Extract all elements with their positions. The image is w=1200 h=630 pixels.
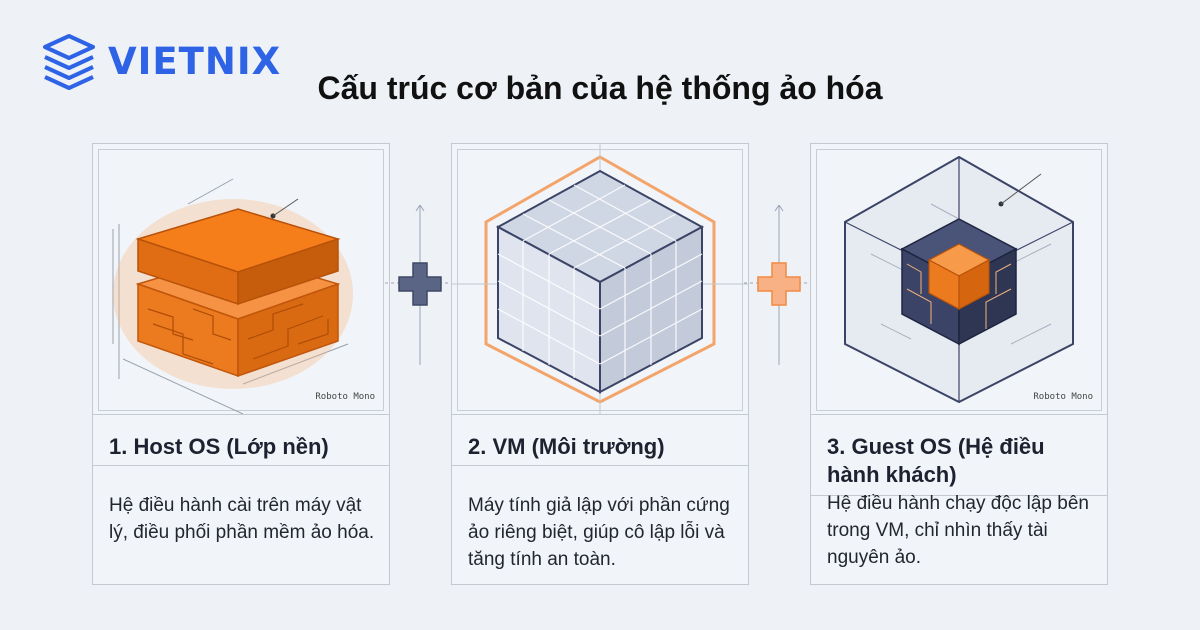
card-host-os: Roboto Mono 1. Host OS (Lớp nền) Hệ điều… xyxy=(92,143,390,585)
page-title: Cấu trúc cơ bản của hệ thống ảo hóa xyxy=(317,70,883,106)
wireframe-cube-icon xyxy=(452,144,748,414)
card-header: 1. Host OS (Lớp nền) xyxy=(93,414,389,466)
card-description: Máy tính giả lập với phần cứng ảo riêng … xyxy=(468,495,730,570)
card-illustration: Roboto Mono xyxy=(93,144,389,414)
orange-layered-blocks-icon xyxy=(112,178,353,414)
card-guest-os: Roboto Mono 3. Guest OS (Hệ điều hành kh… xyxy=(810,143,1108,585)
card-description: Hệ điều hành chạy độc lập bên trong VM, … xyxy=(827,493,1089,568)
plus-icon xyxy=(385,205,455,365)
card-header: 3. Guest OS (Hệ điều hành khách) xyxy=(811,414,1107,496)
cube-in-cube-icon xyxy=(844,155,1074,404)
card-illustration: Roboto Mono xyxy=(811,144,1107,414)
card-header: 2. VM (Môi trường) xyxy=(452,414,748,466)
card-title: 3. Guest OS (Hệ điều hành khách) xyxy=(827,434,1045,487)
illustration-frame xyxy=(816,149,1102,411)
card-title: 1. Host OS (Lớp nền) xyxy=(109,434,329,459)
card-vm: 2. VM (Môi trường) Máy tính giả lập với … xyxy=(451,143,749,585)
brand-logo[interactable]: VIETNIX xyxy=(38,30,281,92)
font-annotation: Roboto Mono xyxy=(1033,392,1093,402)
brand-name: VIETNIX xyxy=(108,39,282,83)
card-illustration xyxy=(452,144,748,414)
layered-stack-icon xyxy=(43,34,95,90)
illustration-frame xyxy=(98,149,384,411)
font-annotation: Roboto Mono xyxy=(315,392,375,402)
card-title: 2. VM (Môi trường) xyxy=(468,434,665,459)
plus-icon xyxy=(744,205,814,365)
card-description: Hệ điều hành cài trên máy vật lý, điều p… xyxy=(109,495,375,543)
